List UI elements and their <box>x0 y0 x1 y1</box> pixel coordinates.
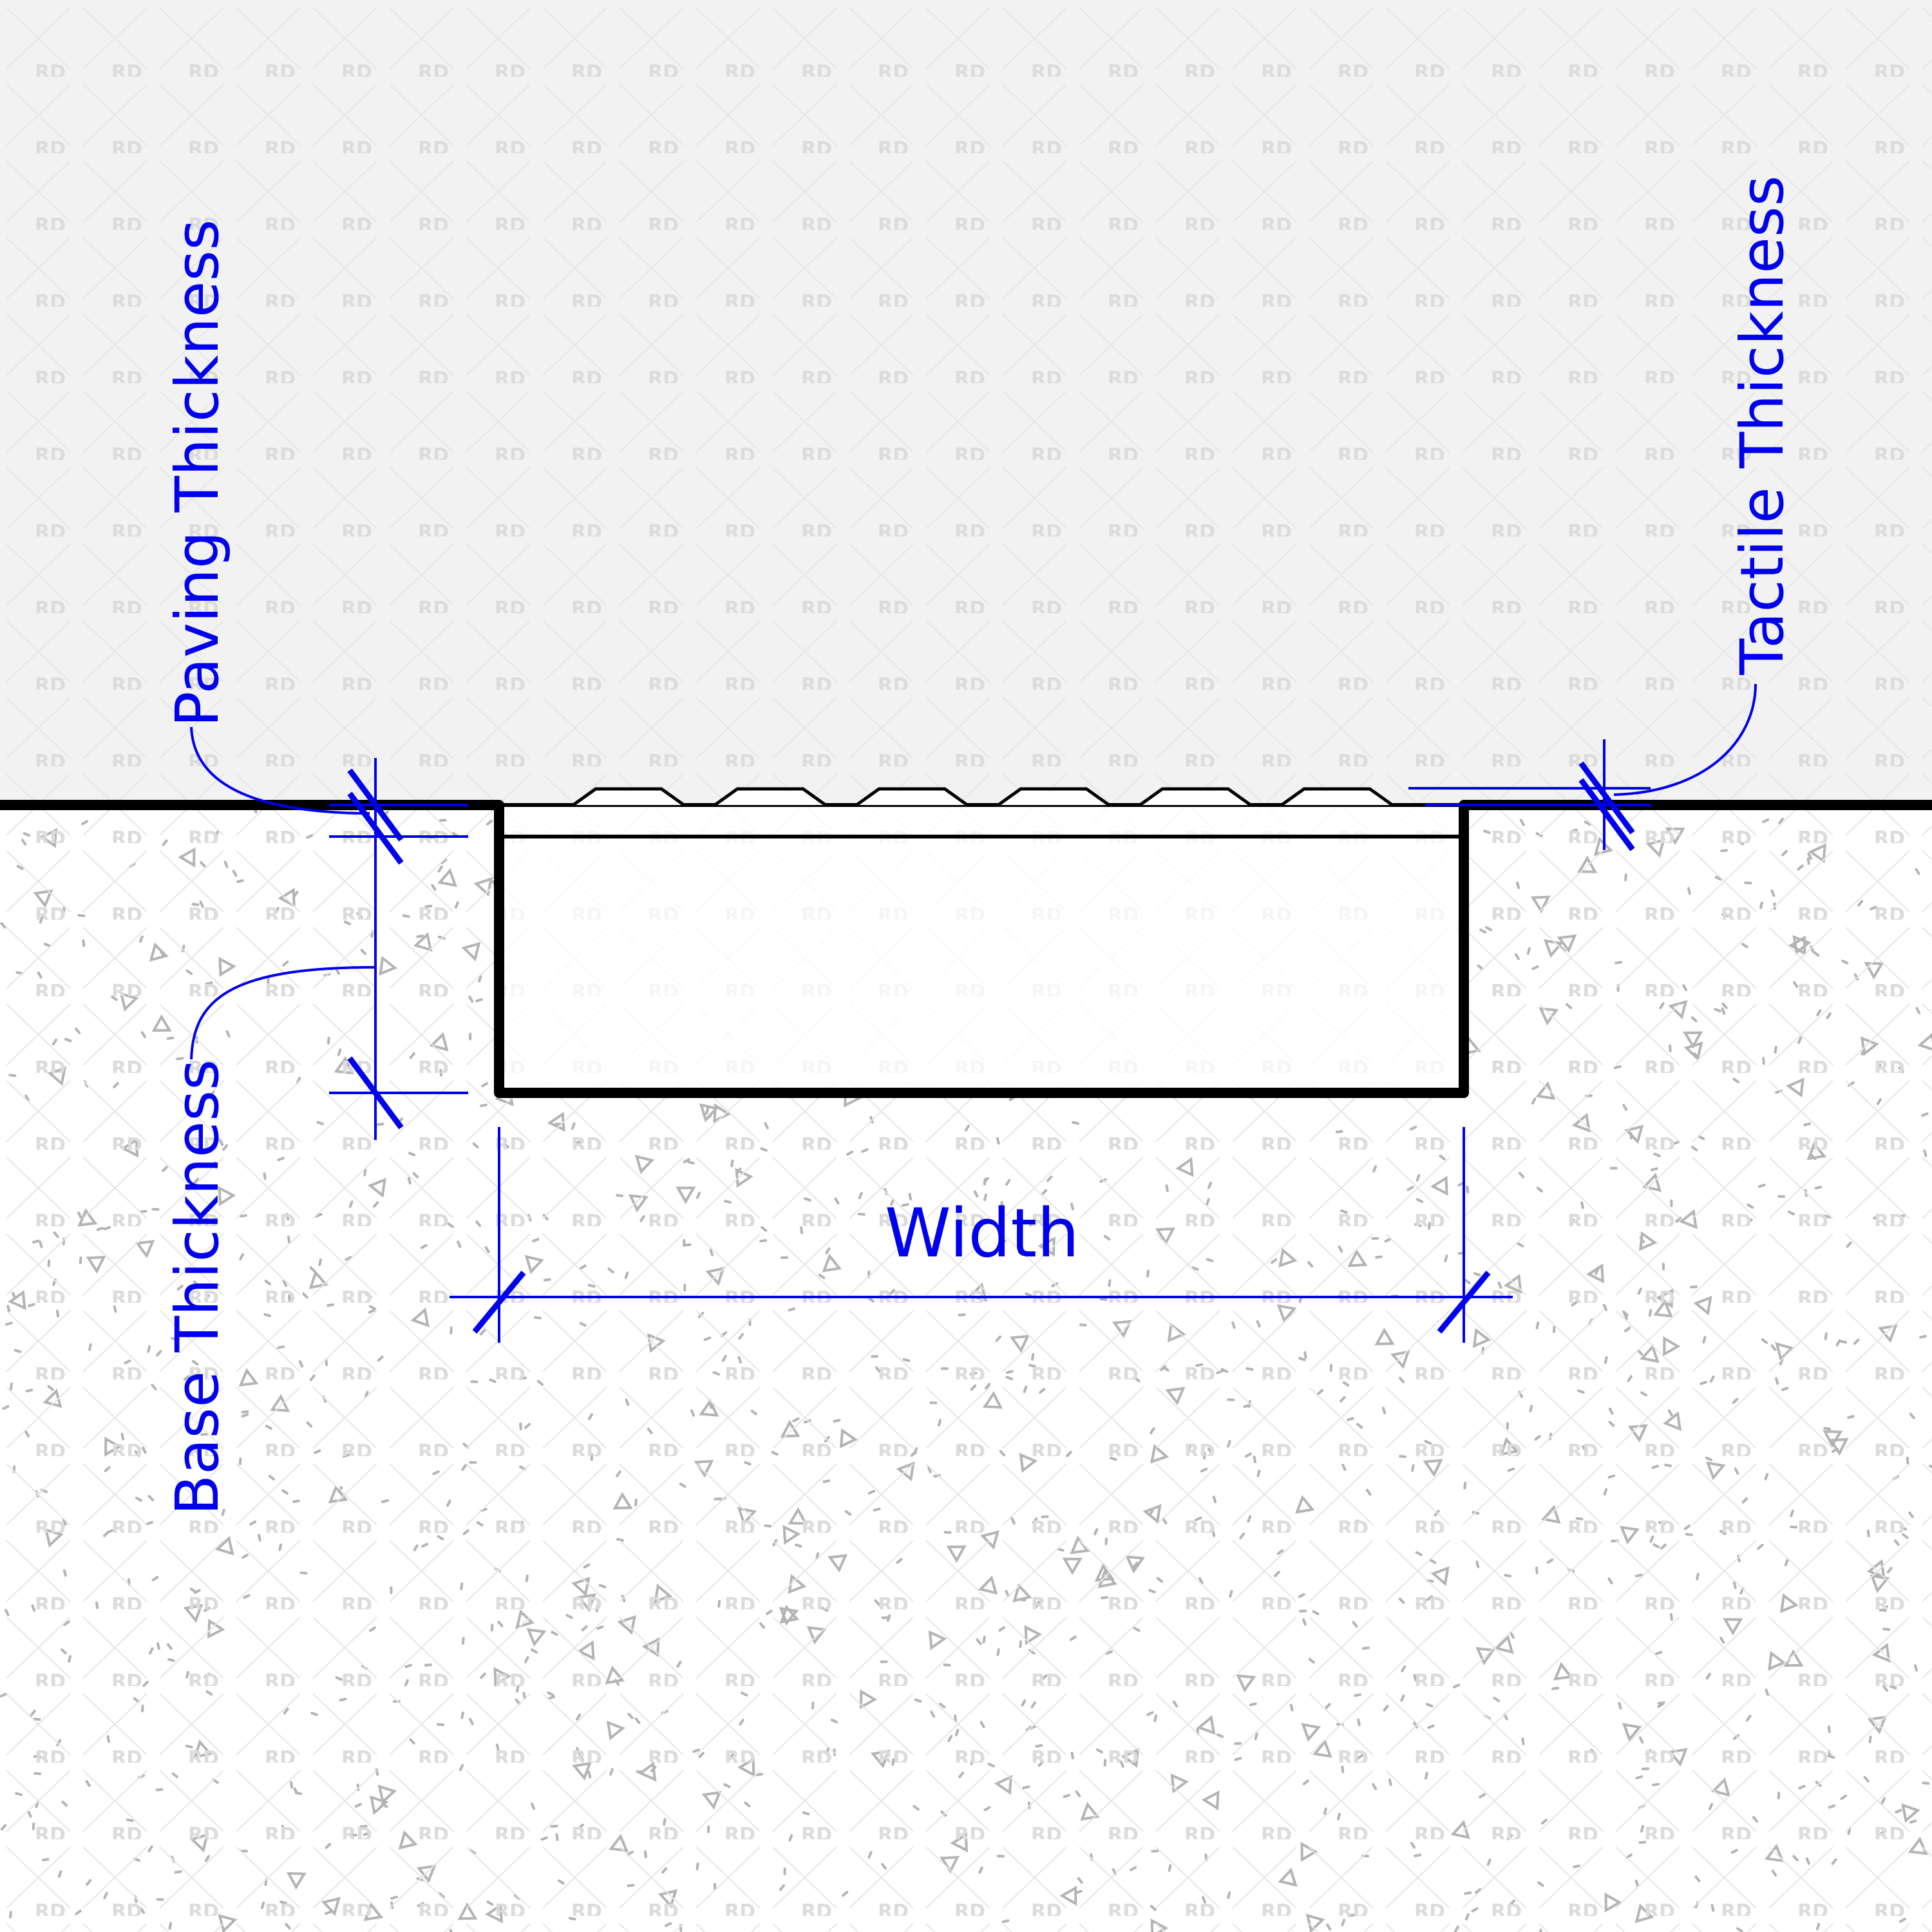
base-leader <box>190 966 376 1060</box>
tactile-thickness-label: Tactile Thickness <box>1728 175 1797 676</box>
paving-leader <box>190 726 370 815</box>
tactile-bump <box>572 787 685 807</box>
tactile-dimension <box>1408 739 1651 851</box>
base-thickness-label: Base Thickness <box>163 1059 232 1515</box>
tactile-bump <box>714 787 827 807</box>
width-label: Width <box>885 1194 1079 1273</box>
tactile-bumps <box>572 787 1394 807</box>
tactile-bump <box>997 787 1110 807</box>
pavement-box-fill <box>499 805 1464 1093</box>
tactile-bump <box>1280 787 1394 807</box>
paving-thickness-label: Paving Thickness <box>163 220 232 727</box>
tactile-bump <box>1139 787 1252 807</box>
tactile-bump <box>855 787 969 807</box>
tactile-leader <box>1613 683 1757 796</box>
paving-base-dimension <box>329 758 468 1140</box>
width-dimension <box>450 1127 1513 1343</box>
